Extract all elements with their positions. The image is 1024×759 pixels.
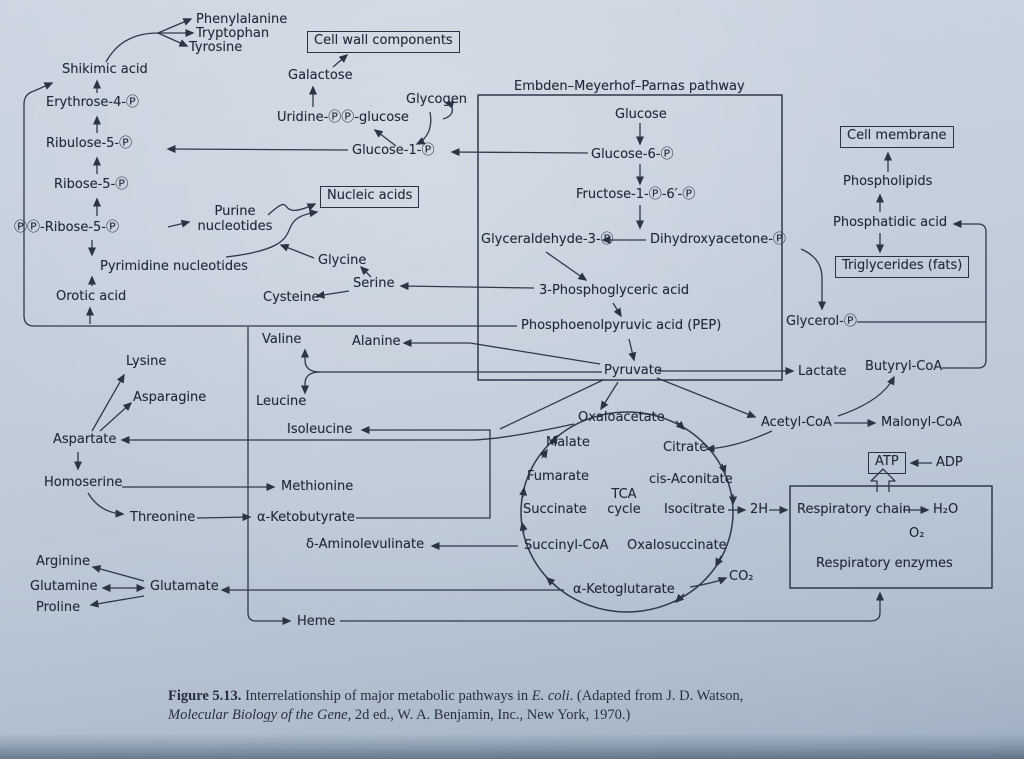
node-dihydroxyacetone-p: Dihydroxyacetone-Ⓟ bbox=[650, 232, 786, 247]
node-glutamine: Glutamine bbox=[30, 579, 98, 594]
node-glucose-6-p: Glucose-6-Ⓟ bbox=[591, 147, 674, 162]
node-butyryl-coa: Butyryl-CoA bbox=[865, 359, 943, 374]
species-name: E. coli bbox=[531, 688, 570, 704]
node-cell-membrane: Cell membrane bbox=[840, 126, 954, 148]
node-valine: Valine bbox=[262, 332, 302, 347]
node-oxalosuccinate: Oxalosuccinate bbox=[627, 538, 727, 553]
node-aspartate: Aspartate bbox=[53, 432, 117, 447]
node-respiratory-chain: Respiratory chain bbox=[797, 502, 911, 517]
node-ribulose-5-p: Ribulose-5-Ⓟ bbox=[46, 136, 133, 151]
node-shikimic-acid: Shikimic acid bbox=[62, 62, 148, 77]
node-glutamate: Glutamate bbox=[150, 579, 219, 594]
node-asparagine: Asparagine bbox=[133, 390, 207, 405]
node-arginine: Arginine bbox=[36, 554, 90, 569]
respiratory-enzymes-box bbox=[789, 485, 993, 589]
figure-caption: Figure 5.13. Interrelationship of major … bbox=[168, 687, 878, 725]
node-isoleucine: Isoleucine bbox=[287, 422, 353, 437]
node-ribose-5-p: Ribose-5-Ⓟ bbox=[54, 177, 129, 192]
node-cell-wall-components: Cell wall components bbox=[307, 31, 460, 53]
caption-text-3: 2d ed., W. A. Benjamin, Inc., New York, … bbox=[351, 707, 631, 724]
node-pep: Phosphoenolpyruvic acid (PEP) bbox=[521, 318, 722, 333]
node-triglycerides: Triglycerides (fats) bbox=[835, 256, 970, 278]
node-succinate: Succinate bbox=[523, 502, 587, 517]
node-proline: Proline bbox=[36, 600, 81, 615]
node-oxaloacetate: Oxaloacetate bbox=[578, 410, 665, 425]
node-leucine: Leucine bbox=[256, 394, 307, 409]
node-pyrimidine-nucleotides: Pyrimidine nucleotides bbox=[100, 259, 248, 274]
node-uridine-pp-glucose: Uridine-ⓅⓅ-glucose bbox=[277, 110, 409, 125]
node-alpha-ketobutyrate: α-Ketobutyrate bbox=[257, 510, 355, 525]
node-homoserine: Homoserine bbox=[44, 475, 123, 490]
node-emp-title: Embden–Meyerhof–Parnas pathway bbox=[514, 79, 745, 94]
tca-cycle-circle bbox=[520, 411, 734, 613]
node-phenylalanine: Phenylalanine bbox=[196, 12, 288, 27]
node-h2o: H₂O bbox=[933, 502, 959, 517]
node-glyceraldehyde-3-p: Glyceraldehyde-3-Ⓟ bbox=[481, 232, 614, 247]
node-malonyl-coa: Malonyl-CoA bbox=[881, 415, 962, 430]
caption-text-2: . (Adapted from J. D. Watson, bbox=[569, 688, 744, 704]
node-heme: Heme bbox=[297, 614, 336, 629]
node-cis-aconitate: cis-Aconitate bbox=[649, 472, 733, 487]
book-title: Molecular Biology of the Gene, bbox=[168, 707, 352, 724]
node-glycerol-p: Glycerol-Ⓟ bbox=[786, 314, 857, 329]
node-pyruvate: Pyruvate bbox=[604, 363, 662, 378]
node-two-h: 2H bbox=[750, 502, 769, 517]
node-fructose-1-6-p: Fructose-1-Ⓟ-6′-Ⓟ bbox=[576, 187, 696, 202]
node-succinyl-coa: Succinyl-CoA bbox=[524, 538, 609, 553]
node-co2: CO₂ bbox=[729, 569, 754, 584]
node-alpha-ketoglutarate: α-Ketoglutarate bbox=[573, 582, 675, 597]
node-tca-label: TCA cycle bbox=[607, 487, 641, 517]
node-lactate: Lactate bbox=[798, 364, 847, 379]
node-glucose: Glucose bbox=[615, 107, 667, 122]
node-methionine: Methionine bbox=[281, 479, 354, 494]
node-adp: ADP bbox=[936, 455, 963, 470]
node-orotic-acid: Orotic acid bbox=[56, 289, 127, 304]
node-erythrose-4-p: Erythrose-4-Ⓟ bbox=[46, 95, 140, 110]
emp-pathway-box bbox=[477, 94, 783, 381]
figure-label: Figure 5.13. bbox=[168, 688, 242, 704]
node-glycine: Glycine bbox=[318, 253, 367, 268]
caption-text-1: Interrelationship of major metabolic pat… bbox=[241, 688, 532, 704]
node-serine: Serine bbox=[353, 276, 395, 291]
node-glucose-1-p: Glucose-1-Ⓟ bbox=[352, 143, 435, 158]
node-pp-ribose-5-p: ⓅⓅ-Ribose-5-Ⓟ bbox=[14, 220, 119, 235]
node-phospholipids: Phospholipids bbox=[843, 174, 933, 189]
node-fumarate: Fumarate bbox=[527, 469, 590, 484]
node-glycogen: Glycogen bbox=[406, 92, 467, 107]
node-delta-aminolevulinate: δ-Aminolevulinate bbox=[306, 537, 425, 552]
node-respiratory-enzymes: Respiratory enzymes bbox=[816, 556, 953, 571]
node-galactose: Galactose bbox=[288, 68, 353, 83]
node-citrate: Citrate bbox=[663, 440, 708, 455]
node-malate: Malate bbox=[546, 435, 590, 450]
node-threonine: Threonine bbox=[130, 510, 196, 525]
node-phosphoglyceric-acid: 3-Phosphoglyceric acid bbox=[539, 283, 690, 298]
node-o2: O₂ bbox=[909, 526, 925, 541]
node-cysteine: Cysteine bbox=[263, 290, 320, 305]
node-lysine: Lysine bbox=[126, 354, 167, 369]
node-tryptophan: Tryptophan bbox=[196, 26, 270, 41]
node-isocitrate: Isocitrate bbox=[664, 502, 725, 517]
page-shadow-band bbox=[0, 733, 1024, 759]
node-phosphatidic-acid: Phosphatidic acid bbox=[833, 215, 948, 230]
node-nucleic-acids: Nucleic acids bbox=[320, 186, 420, 208]
node-tyrosine: Tyrosine bbox=[189, 40, 243, 55]
node-acetyl-coa: Acetyl-CoA bbox=[761, 415, 832, 430]
node-purine-nucleotides: Purine nucleotides bbox=[197, 204, 273, 234]
node-atp: ATP bbox=[868, 452, 906, 474]
node-alanine: Alanine bbox=[352, 334, 401, 349]
